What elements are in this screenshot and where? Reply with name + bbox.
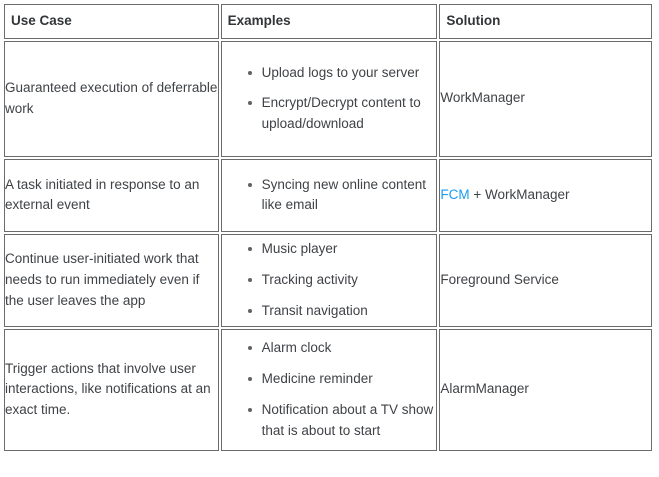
- table-row: Trigger actions that involve user intera…: [4, 328, 652, 451]
- list-item: Medicine reminder: [247, 369, 437, 390]
- table-row: A task initiated in response to an exter…: [4, 158, 652, 232]
- cell-use-case: A task initiated in response to an exter…: [4, 158, 219, 232]
- examples-list: Alarm clock Medicine reminder Notificati…: [222, 338, 437, 442]
- list-item: Tracking activity: [247, 270, 437, 291]
- table-header: Use Case Examples Solution: [4, 4, 652, 39]
- use-case-table-container: Use Case Examples Solution Guaranteed ex…: [2, 2, 654, 453]
- cell-solution: Foreground Service: [439, 233, 652, 327]
- cell-use-case: Continue user-initiated work that needs …: [4, 233, 219, 327]
- cell-examples: Music player Tracking activity Transit n…: [220, 233, 438, 327]
- examples-list: Syncing new online content like email: [222, 175, 437, 217]
- list-item: Transit navigation: [247, 301, 437, 322]
- cell-examples: Upload logs to your server Encrypt/Decry…: [220, 40, 438, 157]
- solution-text: WorkManager: [440, 90, 525, 106]
- column-header-solution: Solution: [439, 4, 652, 39]
- cell-examples: Alarm clock Medicine reminder Notificati…: [220, 328, 438, 451]
- list-item: Notification about a TV show that is abo…: [247, 400, 437, 442]
- cell-solution: FCM + WorkManager: [439, 158, 652, 232]
- solution-text: Foreground Service: [440, 271, 559, 287]
- column-header-examples: Examples: [220, 4, 438, 39]
- examples-list: Upload logs to your server Encrypt/Decry…: [222, 63, 437, 136]
- table-row: Continue user-initiated work that needs …: [4, 233, 652, 327]
- table-body: Guaranteed execution of deferrable work …: [4, 40, 652, 451]
- solution-text: + WorkManager: [469, 186, 570, 202]
- cell-use-case: Guaranteed execution of deferrable work: [4, 40, 219, 157]
- cell-examples: Syncing new online content like email: [220, 158, 438, 232]
- cell-solution: AlarmManager: [439, 328, 652, 451]
- column-header-use-case: Use Case: [4, 4, 219, 39]
- list-item: Music player: [247, 239, 437, 260]
- table-header-row: Use Case Examples Solution: [4, 4, 652, 39]
- solution-text: AlarmManager: [440, 381, 529, 397]
- use-case-table: Use Case Examples Solution Guaranteed ex…: [2, 2, 654, 453]
- list-item: Alarm clock: [247, 338, 437, 359]
- list-item: Syncing new online content like email: [247, 175, 437, 217]
- cell-use-case: Trigger actions that involve user intera…: [4, 328, 219, 451]
- fcm-link[interactable]: FCM: [440, 186, 470, 202]
- table-row: Guaranteed execution of deferrable work …: [4, 40, 652, 157]
- examples-list: Music player Tracking activity Transit n…: [222, 239, 437, 322]
- list-item: Upload logs to your server: [247, 63, 437, 84]
- cell-solution: WorkManager: [439, 40, 652, 157]
- list-item: Encrypt/Decrypt content to upload/downlo…: [247, 93, 437, 135]
